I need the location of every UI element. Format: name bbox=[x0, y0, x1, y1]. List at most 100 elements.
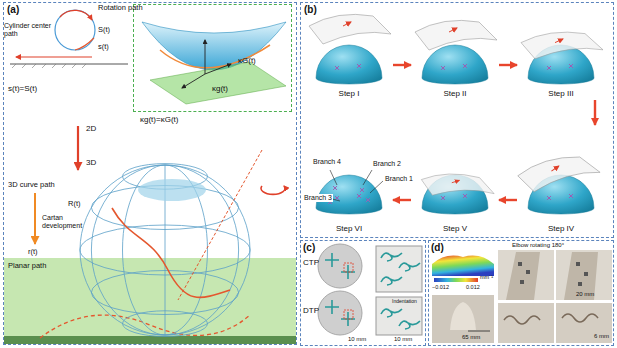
annotation-label: Rotation path bbox=[98, 4, 143, 13]
annotation-label: 0.012 bbox=[466, 284, 480, 290]
ground-plane bbox=[4, 258, 296, 336]
label-holder: Branch 2 bbox=[372, 160, 402, 168]
label-holder: mm⁻¹ bbox=[480, 274, 493, 280]
label-holder: Elbow rotating 180° bbox=[512, 242, 564, 249]
step-label: Step IV bbox=[548, 224, 574, 233]
annotation-label: Cartan development bbox=[42, 214, 88, 230]
pattern bbox=[381, 277, 402, 285]
sphere-meridian bbox=[91, 165, 238, 335]
branch-marks bbox=[328, 186, 370, 204]
annotation-label: 3D curve path bbox=[8, 181, 55, 190]
label-holder: Cartan development bbox=[42, 214, 88, 230]
annotation-label: CTP bbox=[303, 258, 319, 267]
zoom-photo bbox=[376, 297, 422, 335]
zoom-box bbox=[344, 310, 353, 319]
curvature-label: κG(t) bbox=[238, 56, 256, 65]
step-arrow bbox=[393, 64, 411, 66]
ground-edge bbox=[4, 336, 296, 344]
step-box: Step II bbox=[411, 8, 499, 100]
annotation-label: Planar path bbox=[8, 262, 46, 271]
panel-box: Step I Step II Step III Step IV Step V Step V… bbox=[300, 2, 614, 238]
sphere-cap bbox=[138, 179, 206, 201]
panel-letter: (b) bbox=[304, 4, 317, 16]
annotation-label: Branch 1 bbox=[384, 175, 414, 183]
rotation-axis bbox=[178, 150, 262, 300]
annotation-label: 2D bbox=[86, 124, 96, 133]
step-label-holder: Step I bbox=[339, 89, 360, 98]
label-holder: −0.012 bbox=[432, 284, 449, 290]
tangent-plane bbox=[150, 62, 286, 104]
curved-surface bbox=[142, 22, 286, 70]
label-holder: Branch 3 bbox=[303, 194, 333, 202]
annotation-label: 3D bbox=[86, 158, 96, 167]
sphere-outline bbox=[80, 165, 250, 335]
step-label-holder: Step IV bbox=[548, 224, 574, 233]
hemisphere-steps bbox=[309, 14, 603, 214]
step-label: Step II bbox=[443, 89, 466, 98]
step-arrow bbox=[499, 64, 517, 66]
neck-photo bbox=[432, 295, 494, 343]
dimension-arrow bbox=[77, 126, 79, 170]
label-holder: DTP bbox=[303, 306, 319, 315]
step-label: Step III bbox=[548, 89, 573, 98]
annotation-label: Branch 2 bbox=[372, 160, 402, 168]
scale-bar bbox=[468, 331, 490, 332]
arc-curve bbox=[75, 38, 94, 50]
sensor-pattern bbox=[518, 262, 588, 286]
annotation-label: Indentation bbox=[392, 299, 417, 305]
curvature-label-holder: κG(t) bbox=[238, 56, 256, 65]
ground-line bbox=[10, 64, 128, 65]
sphere-wireframe bbox=[80, 164, 250, 337]
label-holder: r(t) bbox=[28, 248, 38, 257]
pattern bbox=[325, 300, 339, 314]
step-label: Step I bbox=[339, 89, 360, 98]
label-holder: 3D curve path bbox=[8, 181, 55, 190]
film-sheet bbox=[415, 20, 497, 50]
step-arrow bbox=[393, 199, 411, 201]
rotation-arrow bbox=[60, 10, 92, 20]
panel-letter: (d) bbox=[431, 242, 444, 254]
annotation-label: κg(t)=κG(t) bbox=[140, 115, 178, 124]
annotation-label: 6 mm bbox=[594, 333, 609, 340]
label-holder: Branch 1 bbox=[384, 175, 414, 183]
film-sheet bbox=[420, 170, 496, 201]
step-label-holder: Step V bbox=[443, 224, 467, 233]
film-sheet bbox=[309, 14, 391, 44]
label-holder: CTP bbox=[303, 258, 319, 267]
step-label: Step VI bbox=[336, 224, 362, 233]
annotation-label: s(t)=S(t) bbox=[8, 84, 37, 93]
step-label-holder: Step II bbox=[443, 89, 466, 98]
label-holder: Indentation bbox=[392, 299, 417, 305]
annotation-label: r(t) bbox=[28, 248, 38, 257]
label-holder: 0.012 bbox=[466, 284, 480, 290]
leader-lines bbox=[330, 170, 383, 201]
wearable-photos bbox=[432, 250, 612, 343]
annotation-label: Cylinder center path bbox=[4, 22, 52, 38]
pattern bbox=[381, 309, 402, 317]
label-holder: s(t) bbox=[98, 43, 109, 52]
label-holder: R(t) bbox=[68, 200, 81, 209]
step-box: Step V bbox=[411, 125, 499, 235]
surface-curve bbox=[160, 45, 270, 68]
step-label-holder: Step VI bbox=[336, 224, 362, 233]
label-holder: κg(t)=κG(t) bbox=[140, 115, 178, 124]
annotation-label: −0.012 bbox=[432, 284, 449, 290]
pattern bbox=[325, 253, 339, 267]
annotation-label: 65 mm bbox=[462, 334, 480, 341]
label-holder: 2D bbox=[86, 124, 96, 133]
sample-photos bbox=[318, 244, 422, 335]
panel-letter-holder: (c) bbox=[303, 242, 315, 254]
sphere-curve bbox=[112, 208, 230, 297]
binormal-axis bbox=[182, 74, 205, 88]
step-box: Step IV bbox=[517, 125, 605, 235]
film-sheet bbox=[521, 32, 603, 59]
step-box: Step III bbox=[517, 8, 605, 100]
neck-shape bbox=[450, 302, 476, 330]
annotation-label: S(t) bbox=[98, 26, 110, 35]
curvature-label: κg(t) bbox=[212, 84, 228, 93]
color-bar bbox=[434, 278, 478, 282]
zoom-box bbox=[344, 263, 353, 272]
panel-letter: (c) bbox=[303, 242, 315, 254]
surface-inset bbox=[142, 22, 286, 104]
